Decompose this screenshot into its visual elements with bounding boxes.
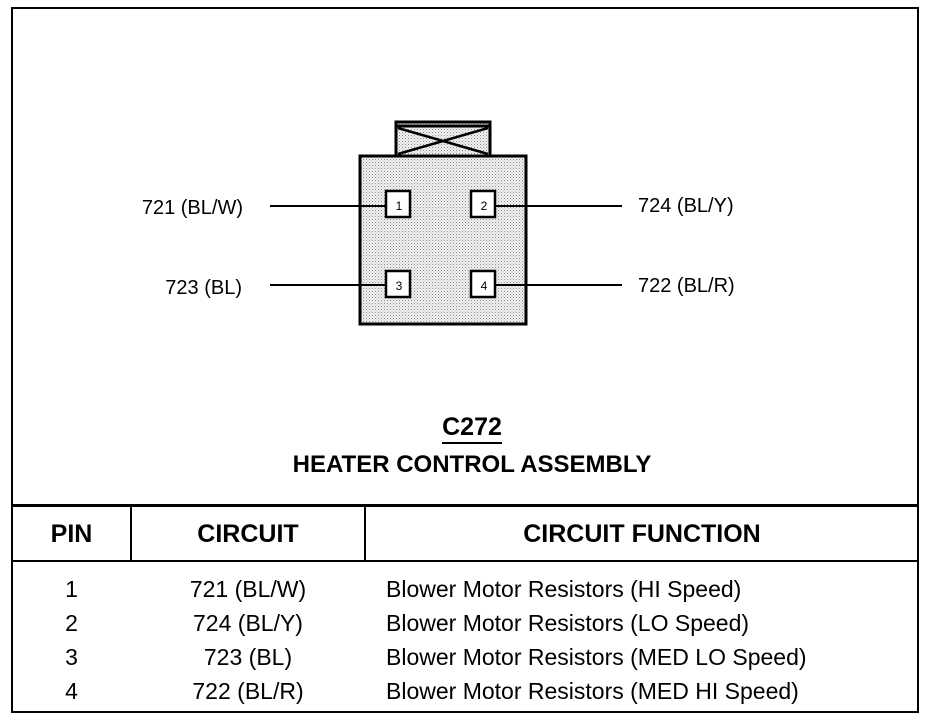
pin-3-number: 3 [396,279,403,293]
pin-2-number: 2 [481,199,488,213]
connector-lock-tab [394,120,492,158]
pin-2-box [469,189,497,219]
table-cell-pin: 2 [65,610,78,636]
pin-1-number: 1 [396,199,403,213]
pin-column: 1 2 3 4 [13,572,130,708]
table-cell-function: Blower Motor Resistors (MED LO Speed) [386,644,807,670]
header-circuit: CIRCUIT [197,519,299,548]
table-cell-circuit: 722 (BL/R) [192,678,304,704]
table-header-border [11,560,919,562]
table-cell-circuit: 723 (BL) [203,644,293,670]
diagram-frame [11,7,919,713]
connector-id-text: C272 [442,413,502,444]
pin-4-box [469,269,497,299]
connector-name: HEATER CONTROL ASSEMBLY [292,451,652,478]
table-cell-pin: 3 [65,644,78,670]
table-cell-function: Blower Motor Resistors (HI Speed) [386,576,742,602]
table-top-border [11,504,919,507]
circuit-column: 721 (BL/W) 724 (BL/Y) 723 (BL) 722 (BL/R… [132,572,364,708]
column-divider-1 [130,506,132,561]
table-cell-circuit: 721 (BL/W) [189,576,307,602]
table-cell-pin: 4 [65,678,78,704]
pin-2-wire-label: 724 (BL/Y) [638,195,734,217]
pin-4-wire-label: 722 (BL/R) [638,275,735,297]
connector-body [358,154,528,326]
pin-1-wire-label: 721 (BL/W) [142,197,243,219]
column-divider-2 [364,506,366,561]
header-pin: PIN [50,519,93,548]
table-cell-circuit: 724 (BL/Y) [193,610,303,636]
pin-1-box [384,189,412,219]
pin-3-wire-label: 723 (BL) [165,277,242,299]
header-circuit-function: CIRCUIT FUNCTION [523,519,761,548]
table-cell-function: Blower Motor Resistors (LO Speed) [386,610,750,636]
connector-id: C272 [0,413,944,444]
pin-3-box [384,269,412,299]
pin-4-number: 4 [481,279,488,293]
table-cell-pin: 1 [65,576,78,602]
function-column: Blower Motor Resistors (HI Speed) Blower… [386,572,916,708]
table-cell-function: Blower Motor Resistors (MED HI Speed) [386,678,799,704]
